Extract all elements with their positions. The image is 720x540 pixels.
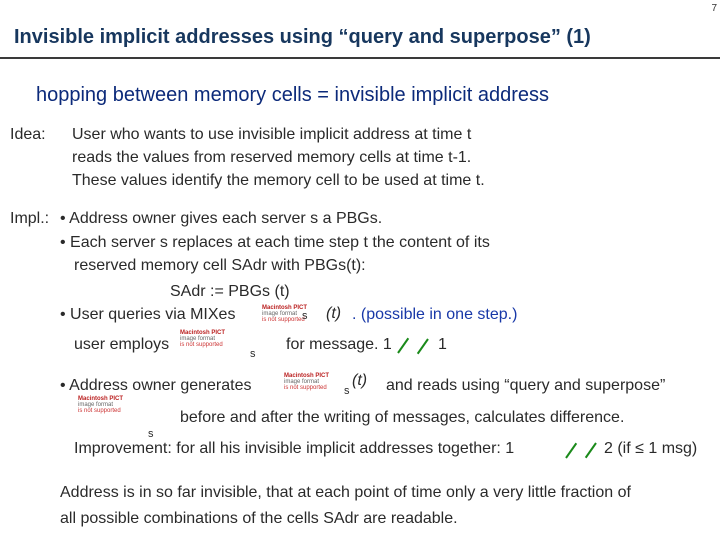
- page-number: 7: [711, 3, 717, 14]
- sub-s-1: s: [302, 310, 308, 322]
- for-message: for message. 1: [286, 336, 392, 353]
- improvement-tail: 2 (if ≤ 1 msg): [604, 440, 698, 457]
- slide-subtitle: hopping between memory cells = invisible…: [36, 84, 550, 106]
- impl-bullet-2b: reserved memory cell SAdr with PBGs(t):: [74, 257, 366, 274]
- idea-label: Idea:: [10, 126, 46, 143]
- one-end: 1: [438, 336, 447, 353]
- impl-bullet-3a: • User queries via MIXes: [60, 306, 236, 323]
- arrow-up-icon: [397, 337, 410, 354]
- t-arg-2: (t): [352, 372, 368, 389]
- arrow-down-icon: [416, 338, 429, 355]
- impl-bullet-2a: • Each server s replaces at each time st…: [60, 234, 490, 251]
- query-and-superpose: and reads using “query and superpose”: [386, 377, 666, 394]
- idea-line-3: These values identify the memory cell to…: [72, 172, 485, 189]
- t-arg-1: (t): [326, 305, 342, 322]
- title-divider: [0, 57, 720, 59]
- impl-bullet-3b: user employs: [74, 336, 170, 353]
- sub-s-2: s: [250, 348, 256, 360]
- improvement: Improvement: for all his invisible impli…: [74, 440, 515, 457]
- impl-bullet-4a: • Address owner generates: [60, 377, 252, 394]
- conclusion-line-2: all possible combinations of the cells S…: [60, 510, 458, 527]
- impl-label: Impl.:: [10, 210, 50, 227]
- formula: SAdr := PBGs (t): [170, 283, 290, 300]
- impl-bullet-1: • Address owner gives each server s a PB…: [60, 210, 383, 227]
- before-and-after: before and after the writing of messages…: [180, 409, 625, 426]
- idea-line-2: reads the values from reserved memory ce…: [72, 149, 472, 166]
- arrow-up-icon: [565, 442, 578, 459]
- arrow-down-icon: [584, 442, 597, 459]
- idea-line-1: User who wants to use invisible implicit…: [72, 126, 472, 143]
- conclusion-line-1: Address is in so far invisible, that at …: [60, 484, 631, 501]
- slide-title: Invisible implicit addresses using “quer…: [14, 26, 591, 48]
- possible-one-step: . (possible in one step.): [352, 306, 518, 323]
- sub-s-3: s: [344, 385, 350, 397]
- sub-s-4: s: [148, 428, 154, 440]
